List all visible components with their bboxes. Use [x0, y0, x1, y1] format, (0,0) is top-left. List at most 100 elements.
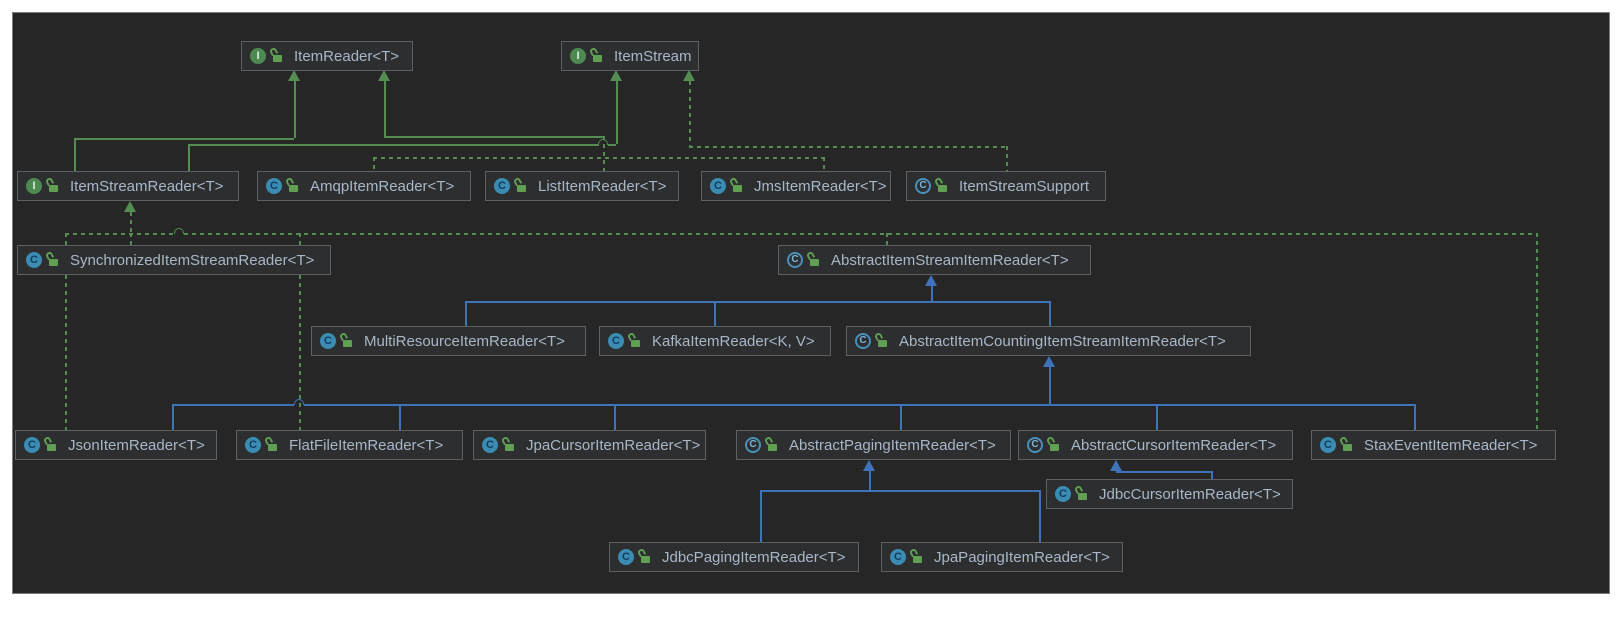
- node-flat-file-item-reader[interactable]: C FlatFileItemReader<T>: [236, 430, 463, 460]
- class-name-label: KafkaItemReader<K, V>: [652, 332, 815, 350]
- edge-segment: [299, 275, 301, 430]
- class-name-label: SynchronizedItemStreamReader<T>: [70, 251, 315, 269]
- edge-segment: [465, 301, 1049, 303]
- node-jpa-paging-item-reader[interactable]: C JpaPagingItemReader<T>: [881, 542, 1123, 572]
- public-lock-icon: [933, 176, 949, 193]
- public-lock-icon: [1045, 435, 1061, 452]
- class-name-label: FlatFileItemReader<T>: [289, 436, 444, 454]
- edge-crossing-arc: [598, 139, 608, 145]
- edge-segment: [603, 136, 605, 171]
- edge-segment: [299, 233, 301, 245]
- node-amqp-item-reader[interactable]: C AmqpItemReader<T>: [257, 171, 471, 201]
- edge-segment: [1536, 233, 1538, 430]
- class-name-label: StaxEventItemReader<T>: [1364, 436, 1538, 454]
- edge-segment: [384, 81, 386, 136]
- inheritance-arrow: [1110, 460, 1122, 471]
- class-name-label: JmsItemReader<T>: [754, 177, 887, 195]
- inheritance-arrow: [124, 201, 136, 212]
- edge-segment: [714, 301, 716, 326]
- public-lock-icon: [763, 435, 779, 452]
- edge-segment: [373, 157, 375, 171]
- class-name-label: AmqpItemReader<T>: [310, 177, 455, 195]
- class-name-label: MultiResourceItemReader<T>: [364, 332, 565, 350]
- edge-segment: [1049, 301, 1051, 326]
- public-lock-icon: [263, 435, 279, 452]
- class-icon: C: [245, 437, 261, 453]
- edge-segment: [608, 144, 616, 146]
- edge-segment: [1116, 471, 1211, 473]
- inheritance-arrow: [1043, 356, 1055, 367]
- interface-icon: I: [26, 178, 42, 194]
- class-icon: C: [24, 437, 40, 453]
- edge-segment: [1211, 471, 1213, 479]
- abstract-class-icon: C: [915, 178, 931, 194]
- edge-segment: [399, 404, 401, 430]
- edge-segment: [188, 144, 599, 146]
- class-name-label: JpaCursorItemReader<T>: [526, 436, 701, 454]
- edge-segment: [760, 490, 1039, 492]
- class-name-label: JpaPagingItemReader<T>: [934, 548, 1110, 566]
- node-item-stream-reader[interactable]: I ItemStreamReader<T>: [17, 171, 239, 201]
- class-icon: C: [890, 549, 906, 565]
- edge-segment: [294, 81, 296, 138]
- inheritance-arrow: [288, 70, 300, 81]
- edge-segment: [689, 146, 1006, 148]
- public-lock-icon: [908, 547, 924, 564]
- public-lock-icon: [44, 250, 60, 267]
- edge-segment: [1414, 404, 1416, 430]
- edge-segment: [1039, 490, 1041, 542]
- inheritance-arrow: [925, 275, 937, 286]
- edge-segment: [65, 275, 67, 430]
- node-synchronized-item-stream-reader[interactable]: C SynchronizedItemStreamReader<T>: [17, 245, 331, 275]
- abstract-class-icon: C: [787, 252, 803, 268]
- public-lock-icon: [873, 331, 889, 348]
- public-lock-icon: [626, 331, 642, 348]
- class-name-label: ItemReader<T>: [294, 47, 400, 65]
- class-name-label: JdbcCursorItemReader<T>: [1099, 485, 1281, 503]
- edge-segment: [172, 404, 294, 406]
- class-name-label: ItemStream: [614, 47, 692, 65]
- node-jdbc-cursor-item-reader[interactable]: C JdbcCursorItemReader<T>: [1046, 479, 1293, 509]
- class-icon: C: [494, 178, 510, 194]
- public-lock-icon: [805, 250, 821, 267]
- public-lock-icon: [500, 435, 516, 452]
- edge-segment: [74, 138, 294, 140]
- edge-segment: [614, 404, 616, 430]
- edge-segment: [823, 157, 825, 171]
- class-name-label: AbstractCursorItemReader<T>: [1071, 436, 1277, 454]
- class-icon: C: [266, 178, 282, 194]
- inheritance-arrow: [378, 70, 390, 81]
- edge-segment: [130, 233, 132, 245]
- edge-segment: [384, 136, 603, 138]
- class-name-label: AbstractPagingItemReader<T>: [789, 436, 996, 454]
- public-lock-icon: [1338, 435, 1354, 452]
- class-icon: C: [26, 252, 42, 268]
- edge-segment: [130, 212, 132, 233]
- edge-segment: [900, 404, 902, 430]
- edge-segment: [373, 157, 823, 159]
- inheritance-arrow: [610, 70, 622, 81]
- class-icon: C: [1055, 486, 1071, 502]
- class-icon: C: [618, 549, 634, 565]
- public-lock-icon: [588, 46, 604, 63]
- class-name-label: ItemStreamReader<T>: [70, 177, 224, 195]
- edge-crossing-arc: [294, 399, 304, 405]
- edge-segment: [188, 144, 190, 171]
